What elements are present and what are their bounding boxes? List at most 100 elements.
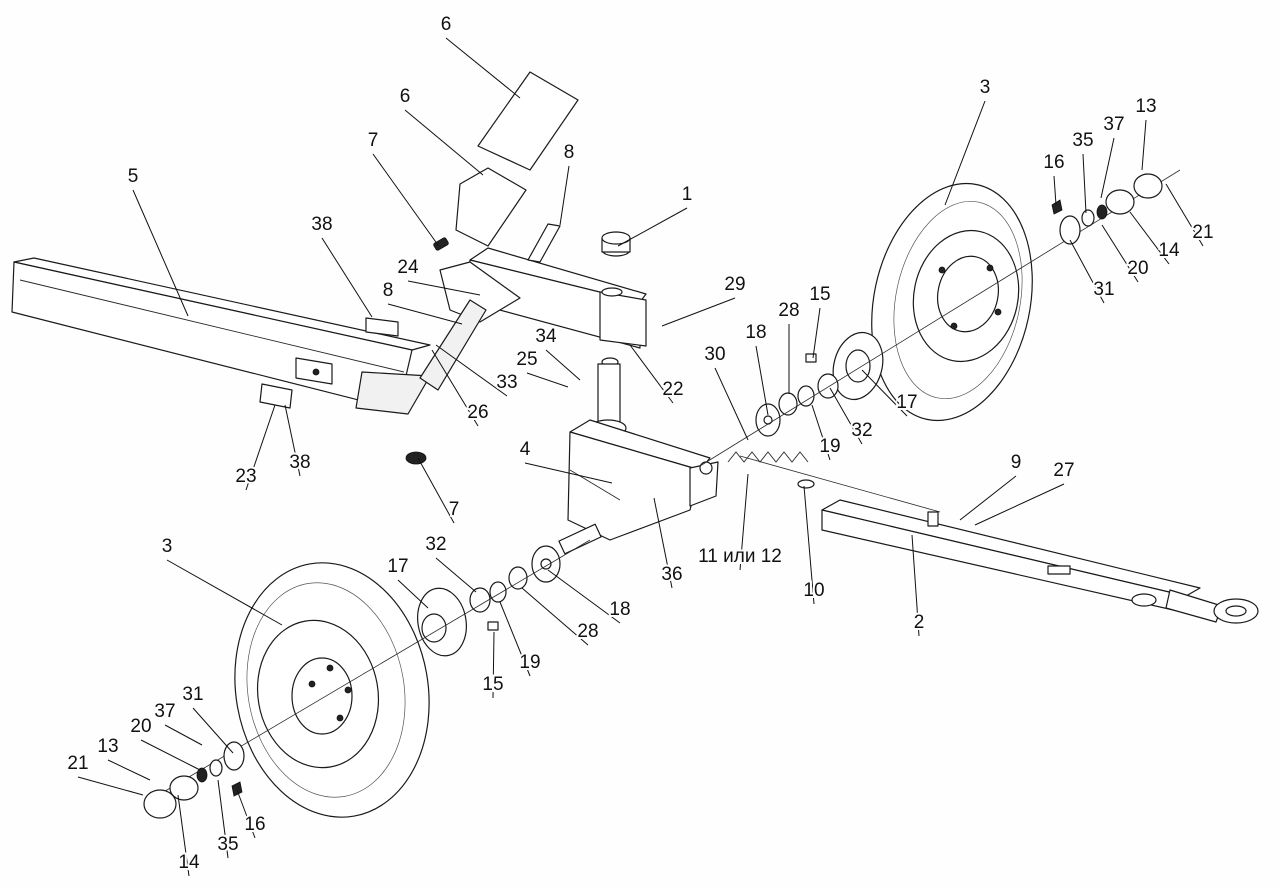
leader-line-c32b	[435, 557, 477, 593]
cover-6	[455, 71, 579, 247]
callout-c31b: 31	[182, 684, 203, 705]
callout-c3b: 3	[162, 536, 173, 557]
drawbar	[821, 499, 1259, 624]
leader-line-c18a	[755, 345, 769, 416]
leader-line-c27	[974, 483, 1065, 526]
leader-line-c26	[431, 349, 479, 427]
callout-c37b: 37	[154, 701, 175, 722]
tie-rod	[727, 451, 941, 527]
leader-line-c38a	[321, 237, 373, 318]
spring-7-lower	[405, 451, 427, 465]
leader-line-c30	[714, 367, 749, 441]
cap-1	[601, 231, 631, 257]
leader-line-c21b	[77, 776, 144, 796]
leader-line-c5	[132, 189, 189, 317]
callout-c38b: 38	[289, 452, 310, 473]
callout-c23: 23	[235, 466, 256, 487]
leader-line-c36	[653, 497, 673, 589]
callout-c35b: 35	[217, 834, 238, 855]
hub-left	[149, 539, 591, 801]
callout-c13b: 13	[97, 736, 118, 757]
leader-line-c35a	[1082, 153, 1087, 214]
leader-line-c14a	[1129, 211, 1170, 265]
callout-c32a: 32	[851, 420, 872, 441]
callout-c8a: 8	[564, 142, 575, 163]
callout-c15a: 15	[809, 284, 830, 305]
callout-c35a: 35	[1072, 130, 1093, 151]
callout-c22: 22	[662, 379, 683, 400]
frame-beam	[11, 257, 431, 415]
callout-c21a: 21	[1192, 222, 1213, 243]
leader-line-c18b	[547, 569, 621, 624]
leader-line-c31a	[1069, 239, 1105, 304]
leader-line-c13b	[107, 759, 151, 781]
callout-c7a: 7	[368, 130, 379, 151]
callout-c38a: 38	[311, 214, 332, 235]
leader-line-c31b	[192, 707, 234, 754]
callout-c33: 33	[496, 372, 517, 393]
callout-c14a: 14	[1158, 240, 1180, 261]
leader-line-c4	[524, 462, 613, 484]
leader-line-c29	[661, 297, 736, 327]
callout-c21b: 21	[67, 753, 88, 774]
leader-line-c6b	[404, 109, 484, 176]
callout-c19b: 19	[519, 652, 540, 673]
callout-c13a: 13	[1135, 96, 1156, 117]
leader-line-c23	[245, 404, 276, 491]
callout-c19a: 19	[819, 436, 840, 457]
callout-c7b: 7	[449, 499, 460, 520]
leader-line-c33	[435, 344, 508, 397]
leader-line-c7b	[417, 457, 455, 524]
callout-c16b: 16	[244, 814, 265, 835]
callout-c2: 2	[914, 612, 925, 633]
leader-line-c22	[629, 344, 674, 404]
spring-7	[433, 237, 449, 251]
leader-line-c35b	[217, 779, 229, 859]
leader-line-c6a	[445, 37, 521, 99]
leader-line-c20b	[140, 739, 201, 771]
callout-c24: 24	[397, 257, 419, 278]
callout-c6b: 6	[400, 86, 411, 107]
leader-line-c14b	[177, 794, 190, 877]
leader-line-c19b	[499, 601, 531, 677]
leader-line-c38b	[284, 404, 301, 477]
callout-c15b: 15	[482, 674, 503, 695]
leader-line-c1	[617, 207, 688, 247]
leader-line-c15b	[492, 631, 495, 699]
leader-line-c11	[739, 473, 749, 571]
callout-c5: 5	[128, 166, 139, 187]
callout-c18b: 18	[609, 599, 630, 620]
wheel-right	[871, 182, 1033, 422]
callout-c32b: 32	[425, 534, 446, 555]
coupler-bracket	[419, 223, 647, 391]
leader-line-c13a	[1141, 119, 1147, 171]
callout-c36: 36	[661, 564, 682, 585]
leader-line-c37a	[1100, 137, 1115, 199]
leader-line-c3a	[944, 100, 986, 206]
hub-right	[699, 169, 1181, 467]
callout-c20b: 20	[130, 716, 151, 737]
leader-line-c10	[803, 485, 815, 605]
callout-c17a: 17	[896, 392, 917, 413]
leader-line-c32a	[829, 387, 863, 445]
wheel-left	[234, 562, 430, 818]
callout-c16a: 16	[1043, 152, 1064, 173]
leader-line-c2	[911, 534, 920, 637]
callout-c27: 27	[1053, 460, 1074, 481]
callout-c9: 9	[1011, 452, 1022, 473]
leader-line-c21a	[1165, 183, 1204, 247]
end-parts-left	[143, 741, 245, 819]
callout-c4: 4	[520, 439, 531, 460]
end-parts-right	[1051, 173, 1163, 245]
leader-line-c25	[526, 372, 569, 388]
leader-line-c15a	[812, 307, 821, 359]
callout-c3a: 3	[980, 77, 991, 98]
leader-line-c20a	[1101, 224, 1139, 283]
callout-c30: 30	[704, 344, 725, 365]
leader-line-c17a	[861, 369, 908, 417]
leader-line-c3b	[166, 559, 283, 626]
callout-c28a: 28	[778, 300, 799, 321]
callout-c11: 11 или 12	[698, 546, 782, 567]
